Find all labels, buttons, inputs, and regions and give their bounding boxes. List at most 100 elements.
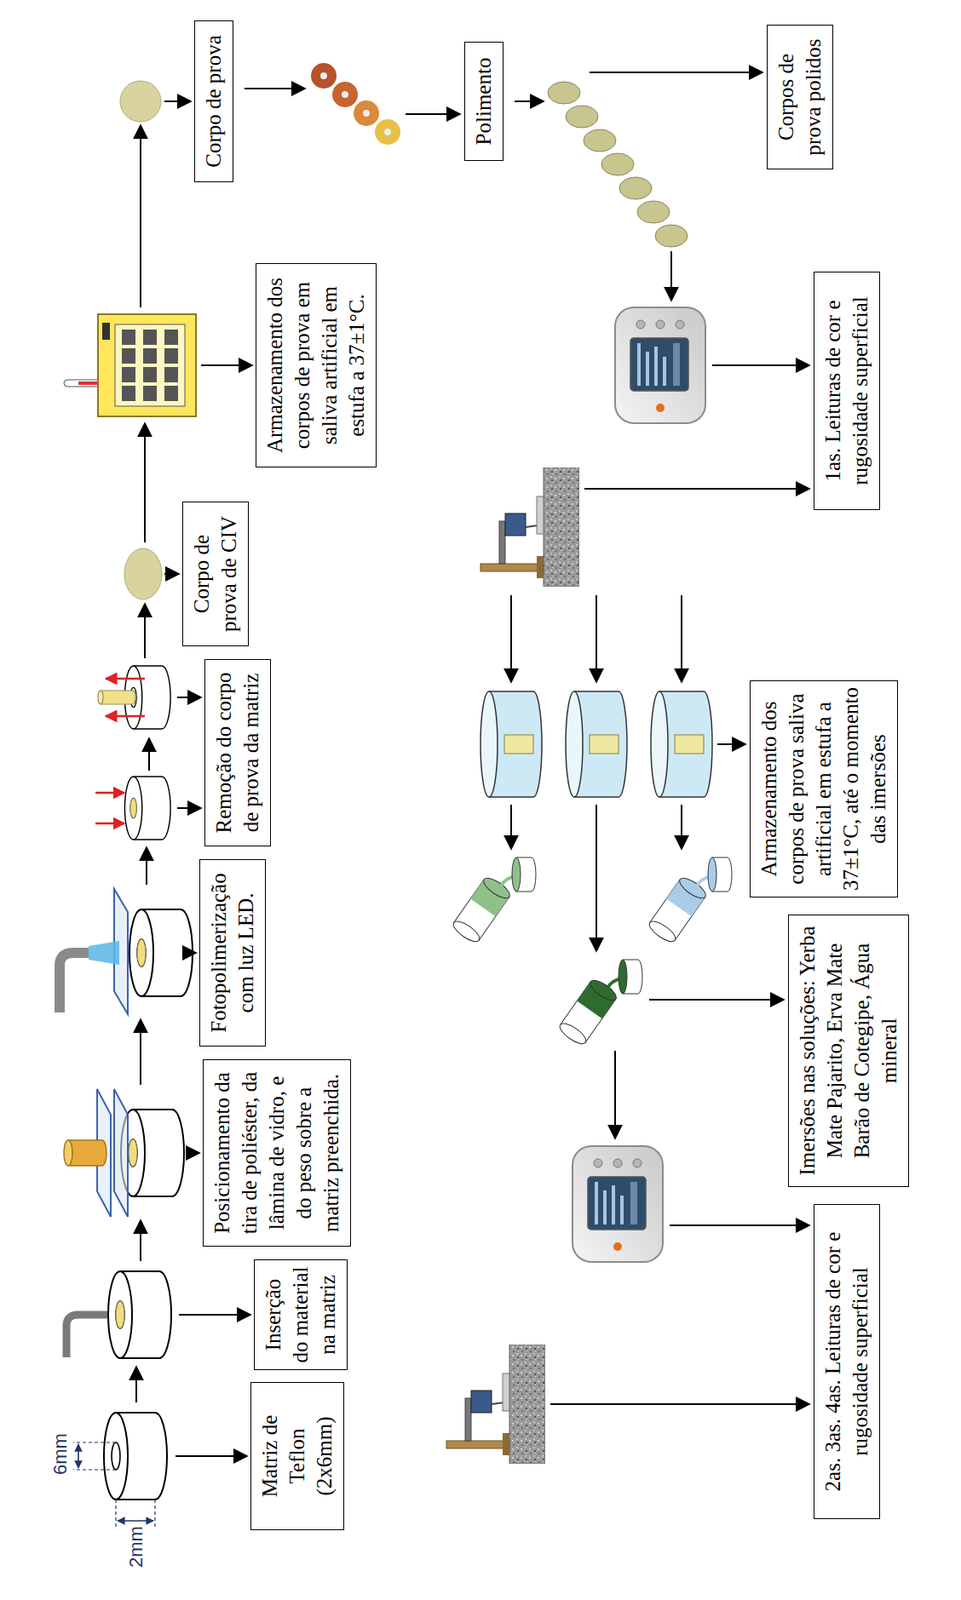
flow-arrows bbox=[184, 952, 196, 955]
colorimeter bbox=[572, 1146, 663, 1263]
flow-arrows bbox=[139, 1019, 142, 1086]
flow-arrows bbox=[595, 595, 598, 683]
polishing-discs bbox=[362, 109, 370, 117]
polishing-discs bbox=[341, 91, 349, 98]
incubator bbox=[115, 324, 185, 407]
incubator bbox=[143, 385, 157, 402]
polished-specimens bbox=[565, 105, 599, 128]
specimen-removal bbox=[97, 690, 104, 705]
incubator bbox=[143, 329, 157, 346]
material-insertion bbox=[108, 1271, 172, 1359]
dimension-label: 2mm bbox=[125, 1526, 147, 1569]
flow-arrows bbox=[510, 595, 513, 683]
polished-specimens bbox=[601, 153, 634, 176]
led-curing bbox=[88, 941, 120, 966]
step-text: Armazenamento dos corpos de prova em sal… bbox=[261, 270, 371, 461]
step-box: Imersões nas soluções: Yerba Mate Pajari… bbox=[788, 914, 910, 1188]
profilometer bbox=[480, 467, 580, 587]
specimen-removal bbox=[95, 666, 171, 841]
teflon-matrix bbox=[115, 1500, 116, 1528]
flow-arrows bbox=[712, 364, 810, 367]
step-box: Armazenamento dos corpos de prova saliva… bbox=[749, 680, 898, 898]
polished-specimens bbox=[547, 81, 688, 248]
glass-weight-setup bbox=[128, 1139, 138, 1168]
immersion-pitcher bbox=[646, 918, 680, 946]
step-box: Corpos de prova polidos bbox=[766, 24, 834, 170]
flow-arrows bbox=[164, 573, 179, 576]
step-text: Armazenamento dos corpos de prova saliva… bbox=[755, 687, 892, 892]
flow-arrows bbox=[139, 125, 142, 308]
incubator bbox=[102, 322, 110, 340]
step-text: Fotopolimerização com luz LED. bbox=[205, 866, 260, 1041]
step-box: Matriz de Teflon (2x6mm) bbox=[250, 1382, 345, 1531]
step-box: Inserção do material na matriz bbox=[253, 1260, 348, 1371]
dimension-label: 6mm bbox=[49, 1433, 71, 1476]
incubator bbox=[143, 348, 157, 364]
flow-arrows bbox=[550, 1404, 810, 1406]
flow-arrows bbox=[244, 87, 305, 90]
step-box: 2as. 3as. 4as. Leituras de cor e rugosid… bbox=[813, 1204, 881, 1520]
glass-weight-setup bbox=[63, 1089, 185, 1218]
flow-arrows bbox=[405, 113, 461, 116]
flow-arrows bbox=[177, 807, 202, 810]
flow-arrows bbox=[175, 1455, 248, 1458]
glass-weight-setup bbox=[120, 1110, 185, 1197]
specimen-removal bbox=[95, 822, 125, 826]
led-curing bbox=[137, 939, 146, 967]
specimen-removal bbox=[95, 792, 125, 795]
polished-specimens bbox=[655, 224, 688, 248]
polished-specimens bbox=[583, 129, 616, 152]
step-box: Corpo de prova bbox=[194, 20, 234, 183]
flow-arrows bbox=[143, 423, 146, 543]
step-text: Matriz de Teflon (2x6mm) bbox=[256, 1389, 339, 1525]
incubator bbox=[121, 348, 136, 364]
flow-arrows bbox=[178, 1314, 251, 1317]
flow-arrows bbox=[589, 71, 763, 74]
immersion-pitcher bbox=[618, 960, 628, 995]
teflon-matrix bbox=[73, 1442, 116, 1444]
led-curing bbox=[59, 889, 193, 1015]
flow-arrows bbox=[680, 595, 683, 683]
storage-cup bbox=[480, 691, 542, 798]
incubator bbox=[164, 329, 179, 346]
specimen-removal bbox=[105, 678, 145, 681]
polishing-discs bbox=[384, 128, 392, 136]
colorimeter bbox=[615, 307, 706, 424]
polishing-discs bbox=[310, 63, 401, 145]
glass-weight-setup bbox=[68, 1140, 107, 1167]
incubator bbox=[121, 367, 136, 383]
flow-arrows bbox=[148, 738, 150, 772]
flow-arrows bbox=[680, 805, 683, 850]
polishing-discs bbox=[353, 100, 380, 127]
step-text: Remoção do corpo de prova da matriz bbox=[210, 666, 265, 841]
incubator bbox=[97, 314, 196, 417]
step-box: Remoção do corpo de prova da matriz bbox=[204, 659, 271, 847]
material-insertion bbox=[66, 1271, 172, 1359]
teflon-matrix bbox=[103, 1413, 167, 1501]
polishing-discs bbox=[320, 72, 328, 80]
step-text: Corpo de prova de CIV bbox=[188, 508, 243, 640]
immersion-pitcher bbox=[557, 960, 643, 1048]
flow-arrows bbox=[143, 604, 146, 659]
glass-weight-setup bbox=[114, 1089, 128, 1218]
storage-cup bbox=[650, 691, 713, 798]
flow-arrows bbox=[614, 1051, 616, 1140]
flow-arrows bbox=[190, 1152, 200, 1155]
teflon-matrix bbox=[73, 1469, 116, 1471]
incubator bbox=[121, 385, 136, 402]
specimen-removal bbox=[100, 690, 136, 705]
step-text: Corpos de prova polidos bbox=[772, 31, 828, 163]
step-text: 1as. Leituras de cor e rugosidade superf… bbox=[819, 278, 875, 504]
immersion-pitcher bbox=[646, 857, 732, 946]
flow-arrows bbox=[177, 696, 202, 699]
flow-arrows bbox=[514, 100, 544, 103]
specimen-removal bbox=[130, 798, 137, 818]
teflon-matrix bbox=[77, 1444, 80, 1469]
step-box: Fotopolimerização com luz LED. bbox=[199, 859, 266, 1048]
incubator bbox=[63, 314, 196, 417]
incubator bbox=[121, 329, 136, 346]
immersion-pitcher bbox=[512, 857, 521, 892]
flow-arrows bbox=[584, 488, 810, 490]
step-text: Imersões nas soluções: Yerba Mate Pajari… bbox=[794, 921, 904, 1181]
immersion-pitcher bbox=[450, 857, 536, 946]
